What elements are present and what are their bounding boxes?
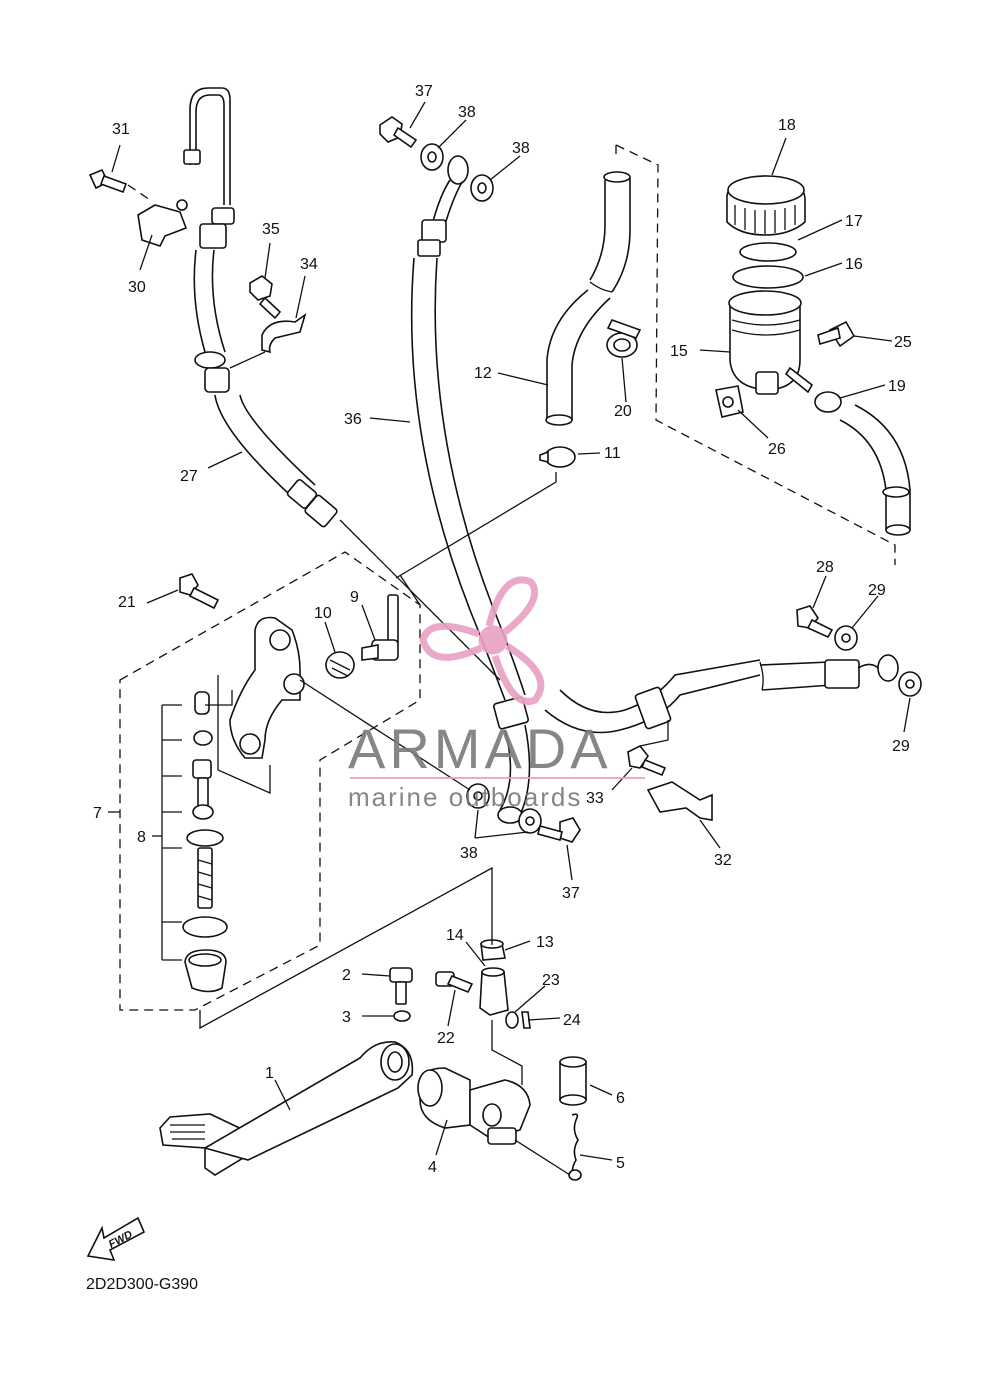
callout-7: 7 [93, 805, 102, 822]
callout-37b: 37 [562, 885, 580, 902]
bolt-31 [88, 168, 128, 194]
repair-kit-8 [161, 691, 228, 993]
propeller-logo-icon [419, 576, 545, 705]
callout-36: 36 [344, 411, 362, 428]
callout-37a: 37 [415, 83, 433, 100]
bolt-28 [796, 605, 834, 639]
callout-38b: 38 [512, 140, 530, 157]
nut-13 [480, 939, 506, 961]
callout-16: 16 [845, 256, 863, 273]
shaft-4 [417, 1067, 531, 1145]
brake-hose-27 [183, 87, 338, 528]
bolt-37-bottom [537, 817, 581, 843]
watermark-tagline: marine outboards [348, 782, 582, 812]
reservoir-cap-18 [726, 175, 806, 236]
clamp-34 [261, 313, 307, 354]
clamp-32 [646, 781, 713, 821]
armada-watermark: ARMADA marine outboards [348, 576, 645, 812]
callout-8: 8 [137, 829, 146, 846]
callout-6: 6 [616, 1090, 625, 1107]
master-cylinder-body [229, 616, 305, 759]
callout-15: 15 [670, 343, 688, 360]
washer-3 [393, 1010, 411, 1022]
clevis-14 [479, 967, 509, 1016]
callout-19: 19 [888, 378, 906, 395]
callout-30: 30 [128, 279, 146, 296]
callout-17: 17 [845, 213, 863, 230]
reservoir-hose-lower [839, 404, 911, 536]
callout-34: 34 [300, 256, 318, 273]
callout-labels: 1 2 3 4 5 6 7 8 9 10 11 12 13 14 15 16 1… [93, 83, 912, 1176]
callout-33: 33 [586, 790, 604, 807]
callout-26: 26 [768, 441, 786, 458]
bolt-25 [817, 320, 856, 348]
callout-35: 35 [262, 221, 280, 238]
bolt-2 [389, 967, 413, 1005]
diagram-code: 2D2D300-G390 [86, 1276, 198, 1293]
assembly-7-box [119, 551, 421, 1011]
brake-hose-36 [410, 155, 531, 824]
watermark-brand: ARMADA [348, 717, 612, 780]
clamp-11 [539, 446, 576, 468]
reservoir-hose-12 [545, 171, 631, 426]
callout-25: 25 [894, 334, 912, 351]
callout-20: 20 [614, 403, 632, 420]
callout-38a: 38 [458, 104, 476, 121]
bolt-33 [627, 744, 667, 777]
callout-23: 23 [542, 972, 560, 989]
clamp-19 [784, 366, 842, 413]
callout-32: 32 [714, 852, 732, 869]
callout-9: 9 [350, 589, 359, 606]
callout-14: 14 [446, 927, 464, 944]
pin-22 [435, 971, 474, 994]
callout-13: 13 [536, 934, 554, 951]
callout-2: 2 [342, 967, 351, 984]
nut-26 [715, 385, 744, 418]
clip-20 [606, 319, 642, 358]
washer-23 [505, 1011, 519, 1029]
spring-5 [568, 1113, 582, 1181]
fwd-label: FWD [107, 1228, 135, 1250]
callout-29b: 29 [892, 738, 910, 755]
collar-6 [559, 1056, 587, 1106]
callout-5: 5 [616, 1155, 625, 1172]
callout-28: 28 [816, 559, 834, 576]
bolt-37-top [379, 116, 418, 149]
callout-31: 31 [112, 121, 130, 138]
fwd-arrow-icon: FWD [86, 1216, 146, 1262]
plate-17 [739, 242, 797, 262]
callout-24: 24 [563, 1012, 581, 1029]
callout-12: 12 [474, 365, 492, 382]
reservoir-body-15 [728, 290, 802, 395]
callout-27: 27 [180, 468, 198, 485]
pushrod-9 [361, 594, 399, 661]
leader-lines [108, 101, 911, 1176]
callout-18: 18 [778, 117, 796, 134]
callout-38c: 38 [460, 845, 478, 862]
bolt-21 [179, 573, 220, 610]
callout-11: 11 [604, 445, 621, 462]
callout-10: 10 [314, 605, 332, 622]
bracket-30 [137, 199, 188, 247]
diaphragm-16 [732, 265, 804, 289]
callout-29a: 29 [868, 582, 886, 599]
cotter-pin-24 [521, 1011, 531, 1029]
bolt-35 [249, 275, 282, 320]
brake-pedal-1 [159, 1041, 414, 1176]
master-cylinder-hose [544, 654, 899, 734]
callout-21: 21 [118, 594, 136, 611]
callout-1: 1 [265, 1065, 274, 1082]
callout-4: 4 [428, 1159, 437, 1176]
callout-22: 22 [437, 1030, 455, 1047]
callout-3: 3 [342, 1009, 351, 1026]
spring-10 [325, 651, 355, 679]
